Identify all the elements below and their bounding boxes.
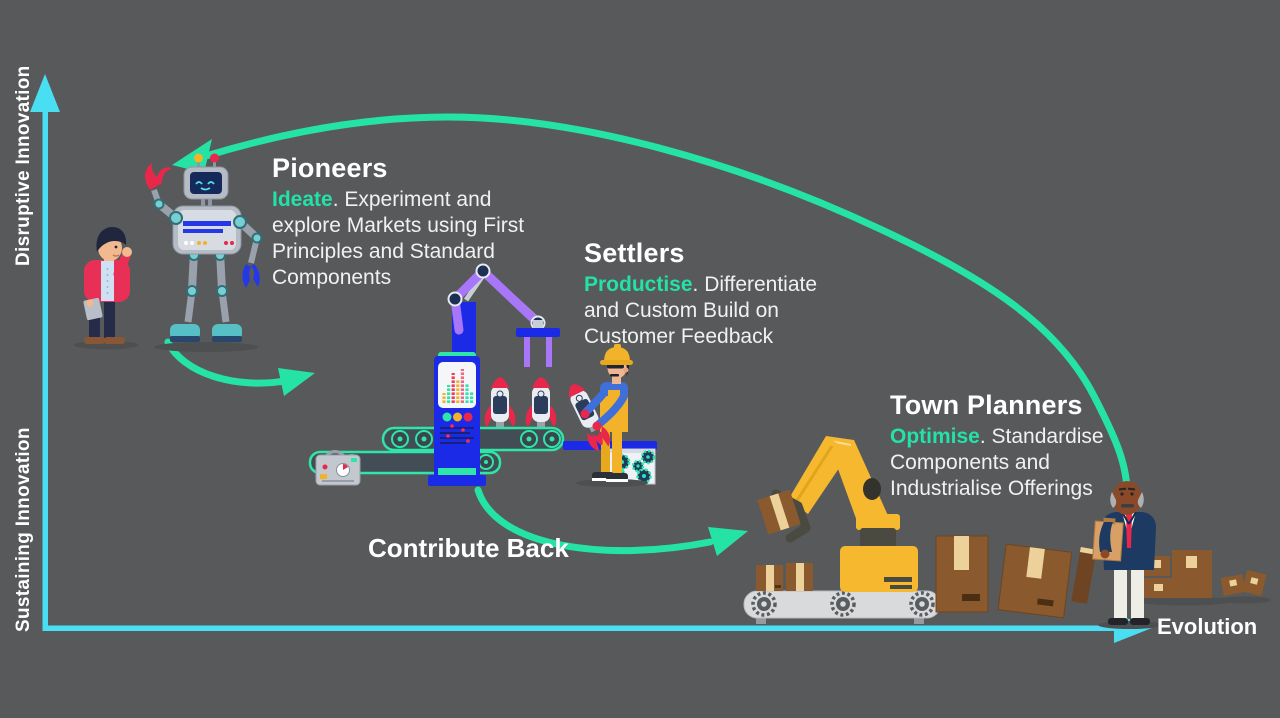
warehouse-conveyor	[743, 590, 941, 624]
excavator-crane	[757, 436, 918, 592]
assembly-machine	[428, 263, 560, 486]
y-axis-label-sustaining: Sustaining Innovation	[13, 427, 34, 633]
stage-keyword: Optimise	[890, 425, 980, 448]
contribute-back-arrow	[474, 486, 748, 556]
y-axis-label-disruptive: Disruptive Innovation	[13, 65, 34, 267]
stage-title: Pioneers	[272, 153, 388, 183]
stage-title: Settlers	[584, 238, 685, 268]
stage-keyword: Productise	[584, 273, 693, 296]
pioneer-robot	[144, 153, 263, 352]
stage-settlers: Settlers Productise. Differentiate and C…	[584, 238, 826, 350]
rocket	[484, 377, 516, 427]
pioneer-to-settler-arrow	[164, 338, 315, 396]
stage-description-text: . Differentiate and Custom Build on Cust…	[584, 273, 818, 348]
x-axis-arrow	[42, 613, 1152, 643]
stage-keyword: Ideate	[272, 188, 333, 211]
control-box	[315, 450, 361, 486]
stage-town-planners: Town Planners Optimise. Standardise Comp…	[890, 390, 1112, 502]
settler-worker	[569, 344, 648, 487]
stage-description: Ideate. Experiment and explore Markets u…	[272, 187, 544, 291]
cardboard-box	[1071, 547, 1271, 606]
feedback-loop-arrow	[172, 113, 1131, 494]
x-axis-label-evolution: Evolution	[1157, 614, 1258, 639]
cardboard-box	[756, 563, 813, 591]
cardboard-box	[935, 535, 1073, 619]
stage-title: Town Planners	[890, 390, 1083, 420]
stage-description: Optimise. Standardise Components and Ind…	[890, 424, 1112, 502]
stage-description-text: . Standardise Components and Industriali…	[890, 425, 1104, 500]
y-axis-arrow	[30, 74, 60, 630]
stage-pioneers: Pioneers Ideate. Experiment and explore …	[272, 153, 544, 291]
stage-description: Productise. Differentiate and Custom Bui…	[584, 272, 826, 350]
stage-description-text: . Experiment and explore Markets using F…	[272, 188, 525, 289]
contribute-back-label: Contribute Back	[368, 533, 569, 563]
pioneer-person	[74, 227, 138, 350]
rocket	[525, 377, 557, 427]
town-planner-inspector	[1092, 481, 1162, 629]
